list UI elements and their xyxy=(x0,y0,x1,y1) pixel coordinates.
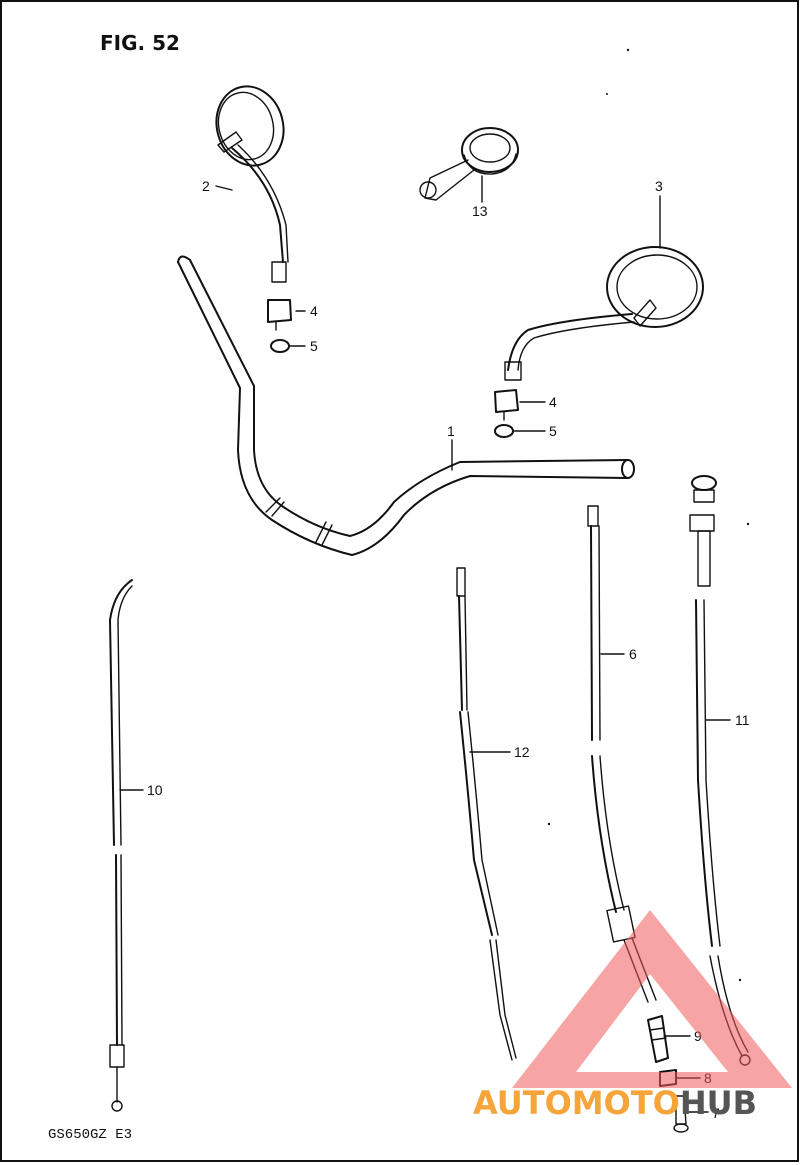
watermark-logo: AUTOMOTOHUB xyxy=(473,910,792,1122)
speck xyxy=(547,822,551,826)
adjuster-9 xyxy=(647,1015,669,1063)
callout-4-right: 4 xyxy=(549,394,557,410)
washer-5-left xyxy=(270,339,290,353)
washer-5-right xyxy=(494,424,514,438)
model-label: GS650GZ E3 xyxy=(48,1127,132,1143)
callout-10: 10 xyxy=(147,782,163,798)
nut-4-left xyxy=(267,299,292,331)
speck xyxy=(606,93,608,95)
speck xyxy=(746,522,750,526)
nut-4-right xyxy=(494,389,519,421)
leader-lines xyxy=(119,175,731,1113)
watermark-text: AUTOMOTOHUB xyxy=(473,1084,757,1122)
callout-11: 11 xyxy=(735,712,750,728)
bolt-7 xyxy=(673,1095,689,1133)
callout-5-left: 5 xyxy=(310,338,318,354)
callout-13: 13 xyxy=(472,203,488,219)
callout-4-left: 4 xyxy=(310,303,318,319)
callout-1: 1 xyxy=(447,423,455,439)
callout-6: 6 xyxy=(629,646,637,662)
speck xyxy=(626,48,630,52)
meter-13 xyxy=(419,127,519,201)
watermark-triangle xyxy=(512,910,792,1088)
callout-2: 2 xyxy=(202,178,210,194)
handlebar-1 xyxy=(177,255,635,556)
mirror-right xyxy=(504,246,704,381)
callout-3: 3 xyxy=(655,178,663,194)
mirror-left xyxy=(215,85,289,283)
callout-5-right: 5 xyxy=(549,423,557,439)
speck xyxy=(738,978,742,982)
cable-12 xyxy=(456,567,517,1061)
callout-7: 7 xyxy=(712,1105,720,1121)
figure-title: FIG. 52 xyxy=(100,31,180,55)
callout-12: 12 xyxy=(514,744,530,760)
cable-10 xyxy=(109,579,133,1112)
callout-9: 9 xyxy=(694,1028,702,1044)
